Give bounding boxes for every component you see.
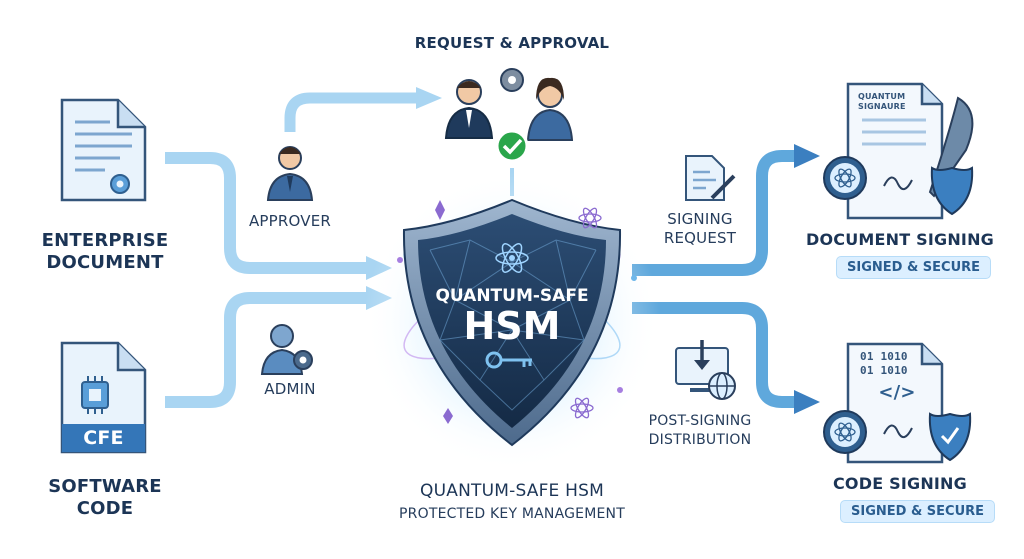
approver-icon (266, 146, 314, 201)
arrow-to-approval (284, 87, 442, 132)
approval-team-icon (444, 68, 574, 163)
shield-label-line2: HSM (463, 304, 561, 348)
arrow-hsm-to-document-signing (632, 144, 820, 276)
signing-request-icon (685, 155, 736, 201)
code-signing-title: CODE SIGNING (832, 474, 967, 493)
code-signing-icon (823, 342, 972, 464)
admin-icon (260, 324, 313, 375)
enterprise-document-icon (60, 98, 147, 202)
request-approval-label: REQUEST & APPROVAL (414, 34, 610, 52)
signing-request-label: SIGNING REQUEST (663, 210, 737, 247)
document-signing-title: DOCUMENT SIGNING (805, 230, 995, 249)
document-signing-icon (823, 82, 974, 220)
approver-label: APPROVER (248, 212, 332, 230)
software-code-label: SOFTWARE CODE (48, 476, 162, 519)
admin-label: ADMIN (264, 380, 316, 398)
cfe-chip-label: CFE (83, 427, 124, 449)
hsm-subtitle: PROTECTED KEY MANAGEMENT (399, 506, 625, 522)
document-signed-badge: SIGNED & SECURE (836, 256, 992, 279)
code-binary-text: 01 1010 01 1010 (860, 350, 908, 377)
code-symbol-icon: </> (878, 382, 916, 403)
shield-label-line1: QUANTUM-SAFE (435, 286, 589, 306)
hsm-shield (364, 172, 660, 472)
distribution-icon (675, 340, 736, 400)
arrow-hsm-to-code-signing (632, 302, 820, 414)
software-code-icon (60, 341, 147, 454)
code-signed-badge: SIGNED & SECURE (840, 500, 996, 523)
enterprise-document-label: ENTERPRISE DOCUMENT (41, 230, 169, 273)
hsm-title: QUANTUM-SAFE HSM (420, 481, 604, 501)
document-quantum-text: QUANTUM SIGNAURE (858, 92, 906, 111)
post-signing-label: POST-SIGNING DISTRIBUTION (648, 413, 752, 448)
